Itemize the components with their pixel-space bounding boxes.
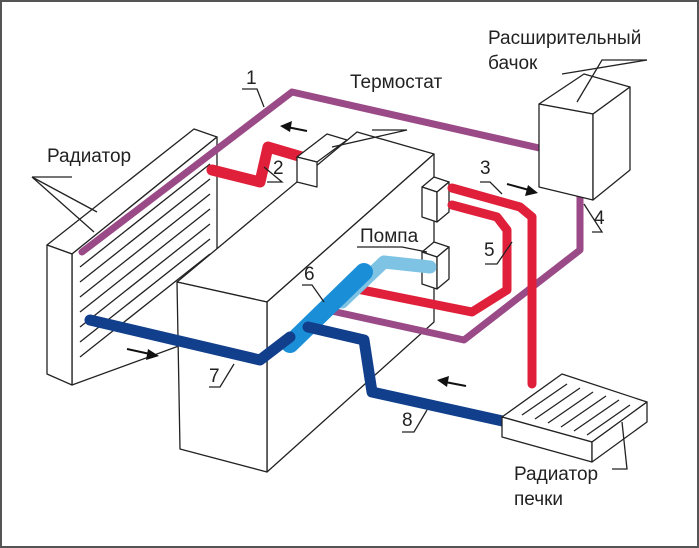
flow-arrows	[126, 121, 538, 387]
leader-lines	[31, 59, 648, 470]
pipe-6	[281, 263, 373, 353]
pipe-number-7: 7	[209, 366, 220, 387]
pipe-number-3: 3	[480, 158, 491, 179]
pipe-8	[302, 321, 513, 428]
pipe-7	[84, 314, 296, 366]
pipe-3	[447, 183, 537, 389]
pump-label: Помпа	[360, 226, 419, 247]
heater-radiator-label-2: печки	[514, 489, 563, 510]
pipe-number-4: 4	[594, 208, 605, 229]
heater-radiator	[501, 373, 648, 463]
radiator-label: Радиатор	[47, 146, 131, 167]
expansion-tank	[538, 73, 631, 201]
heater-outlet-box	[421, 176, 450, 223]
pipe-2	[206, 141, 308, 188]
heater-radiator-label: Радиатор	[514, 464, 598, 485]
thermostat	[296, 133, 348, 188]
pipe-5	[342, 200, 512, 317]
arrow-left-icon	[280, 121, 308, 132]
arrow-right-icon	[506, 183, 538, 196]
radiator-fins	[79, 163, 211, 358]
pipe-number-8: 8	[402, 410, 413, 431]
arrow-left-icon	[437, 376, 467, 387]
thermostat-label: Термостат	[350, 72, 442, 93]
expansion-tank-label: Расширительный	[488, 28, 641, 49]
pipe-number-2: 2	[273, 158, 284, 179]
expansion-tank-label-2: бачок	[488, 53, 538, 74]
pipe-number-6: 6	[304, 264, 315, 285]
pipe-number-1: 1	[246, 68, 257, 89]
pipe-number-5: 5	[484, 240, 495, 261]
arrow-right-icon	[126, 348, 159, 360]
